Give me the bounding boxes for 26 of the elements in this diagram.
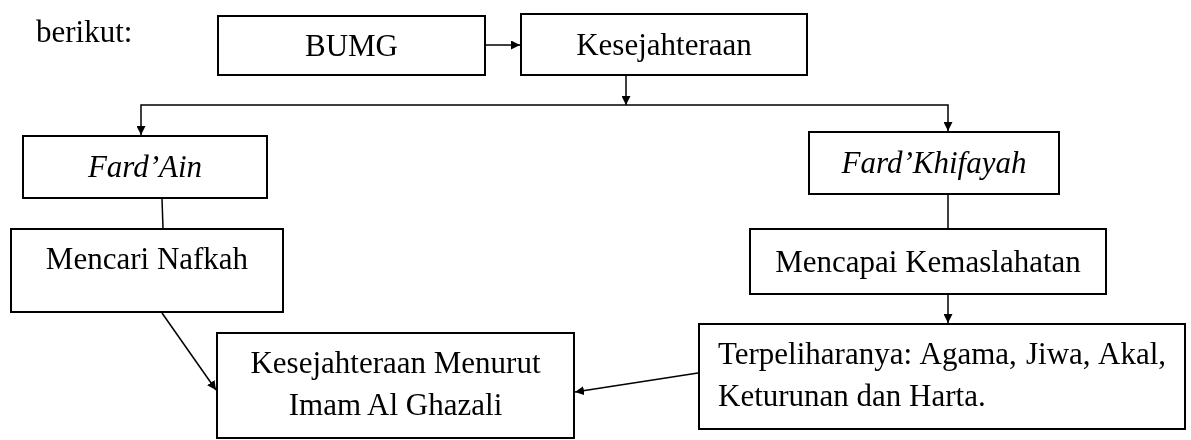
box-text: BUMG [304, 26, 399, 65]
arrow [943, 294, 953, 324]
process-box [520, 13, 808, 76]
process-box [216, 332, 575, 439]
arrow [136, 104, 627, 136]
arrow [574, 372, 699, 396]
arrow [485, 40, 521, 50]
connector-line [947, 194, 949, 229]
box-text: Fard’Khifayah [840, 144, 1028, 183]
arrow [161, 312, 217, 391]
arrow [625, 104, 953, 132]
box-text: Kesejahteraan [575, 25, 753, 64]
box-text: Kesejahteraan Menurut Imam Al Ghazali [249, 344, 542, 424]
process-box [217, 15, 486, 76]
box-text: Terpeliharanya: Agama, Jiwa, Akal, Keturunan dan Harta. [718, 335, 1166, 415]
arrow [621, 75, 631, 106]
process-box [10, 228, 284, 313]
process-box [749, 228, 1107, 295]
connector-line [161, 198, 164, 229]
intro-text: berikut: [36, 14, 133, 50]
process-box [698, 323, 1186, 430]
process-box [808, 131, 1060, 195]
box-text: Mencari Nafkah [44, 240, 250, 278]
box-text: Fard’Ain [86, 148, 204, 187]
process-box [22, 135, 268, 199]
box-text: Mencapai Kemaslahatan [774, 242, 1082, 281]
